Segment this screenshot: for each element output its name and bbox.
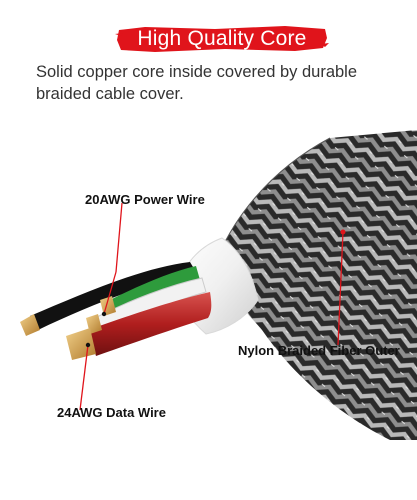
banner-title: High Quality Core — [137, 27, 307, 50]
callout-dot-icon — [340, 229, 346, 235]
title-banner: High Quality Core — [115, 24, 329, 54]
copper-tip-red — [66, 328, 96, 360]
callout-line-data — [79, 344, 89, 411]
callout-line-power-2 — [103, 271, 117, 315]
power-wire-label: 20AWG Power Wire — [85, 192, 205, 207]
red-power-wire — [88, 292, 212, 356]
data-wire-label: 24AWG Data Wire — [57, 405, 166, 420]
red-brush-banner — [115, 26, 329, 52]
callout-dot-icon — [101, 311, 107, 317]
copper-tip-green — [100, 296, 116, 316]
nylon-outer-label: Nylon Braided Fiber Outer — [238, 343, 400, 358]
description-text: Solid copper core inside covered by dura… — [36, 63, 358, 103]
braided-jacket — [212, 130, 417, 440]
callout-line-nylon — [337, 231, 344, 346]
copper-tip-black — [20, 314, 40, 336]
callout-line-power — [115, 202, 123, 273]
black-power-wire — [30, 262, 196, 330]
callout-dot-icon — [85, 342, 91, 348]
